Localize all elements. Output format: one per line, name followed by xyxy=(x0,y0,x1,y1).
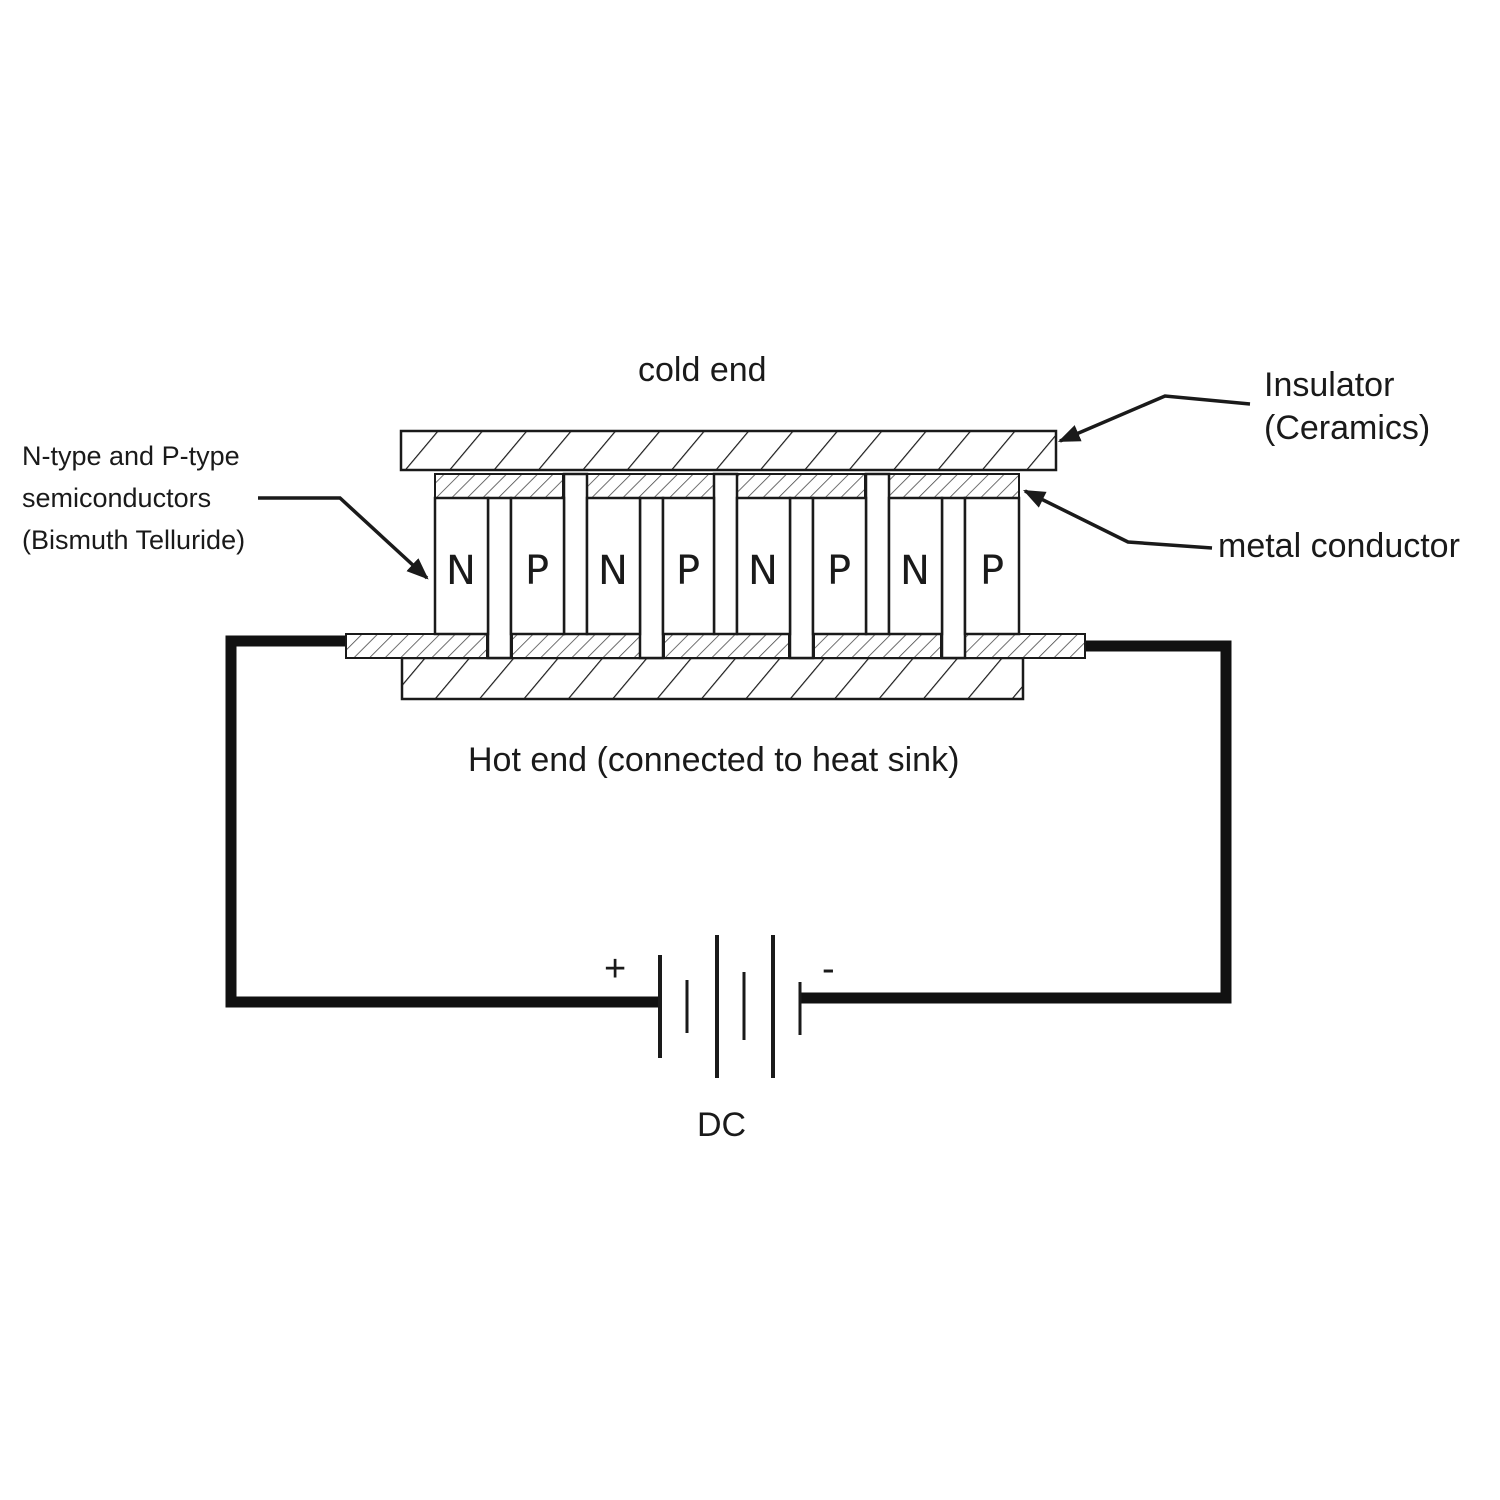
insulator-label-line1: Insulator xyxy=(1264,366,1394,404)
conductor-post xyxy=(486,496,513,660)
leg-label: P xyxy=(980,548,1004,594)
leg-0: N xyxy=(433,496,490,636)
top-metal-conductor xyxy=(736,473,866,499)
semiconductors-label-line2: semiconductors xyxy=(22,483,211,513)
leg-label: P xyxy=(827,548,851,594)
minus-sign: - xyxy=(822,948,835,990)
leg-label: N xyxy=(598,548,628,594)
left-wire xyxy=(225,635,658,1008)
leg-6: N xyxy=(887,496,944,636)
bottom-metal-conductor xyxy=(511,633,641,659)
leg-7: P xyxy=(963,496,1021,636)
leg-4: N xyxy=(735,496,792,636)
leg-label: P xyxy=(525,548,549,594)
leg-2: N xyxy=(585,496,642,636)
bottom-metal-conductor xyxy=(813,633,942,659)
leg-5: P xyxy=(811,496,868,636)
bottom-metal-conductor xyxy=(345,633,488,659)
metal-conductor-label: metal conductor xyxy=(1218,527,1460,565)
conductor-post xyxy=(940,496,967,660)
semiconductor-arrow xyxy=(258,496,429,580)
right-wire xyxy=(801,640,1232,1004)
conductor-post xyxy=(788,496,815,660)
battery-symbol xyxy=(658,935,802,1078)
top-insulator-plate xyxy=(399,429,1058,472)
top-metal-conductor xyxy=(888,473,1020,499)
leg-3: P xyxy=(661,496,716,636)
semiconductors-label-line3: (Bismuth Telluride) xyxy=(22,525,245,555)
metal-conductor-arrow xyxy=(1023,489,1213,550)
conductor-post xyxy=(562,472,589,636)
leg-1: P xyxy=(509,496,566,636)
conductor-post xyxy=(864,472,891,636)
bottom-insulator-plate xyxy=(400,656,1025,701)
dc-label: DC xyxy=(697,1106,746,1144)
top-metal-conductor xyxy=(586,473,716,499)
plus-sign: + xyxy=(604,948,626,990)
conductor-post xyxy=(712,472,739,636)
conductor-post xyxy=(638,496,665,660)
top-metal-conductor xyxy=(434,473,564,499)
leg-label: P xyxy=(676,548,700,594)
bottom-metal-conductor xyxy=(964,633,1086,659)
leg-label: N xyxy=(446,548,476,594)
bottom-metal-conductor xyxy=(663,633,790,659)
leg-label: N xyxy=(748,548,778,594)
semiconductors-label-line1: N-type and P-type xyxy=(22,441,240,471)
cold-end-label: cold end xyxy=(638,351,767,389)
leg-label: N xyxy=(900,548,930,594)
insulator-arrow xyxy=(1057,394,1251,443)
hot-end-label: Hot end (connected to heat sink) xyxy=(468,741,959,779)
insulator-label-line2: (Ceramics) xyxy=(1264,409,1430,447)
